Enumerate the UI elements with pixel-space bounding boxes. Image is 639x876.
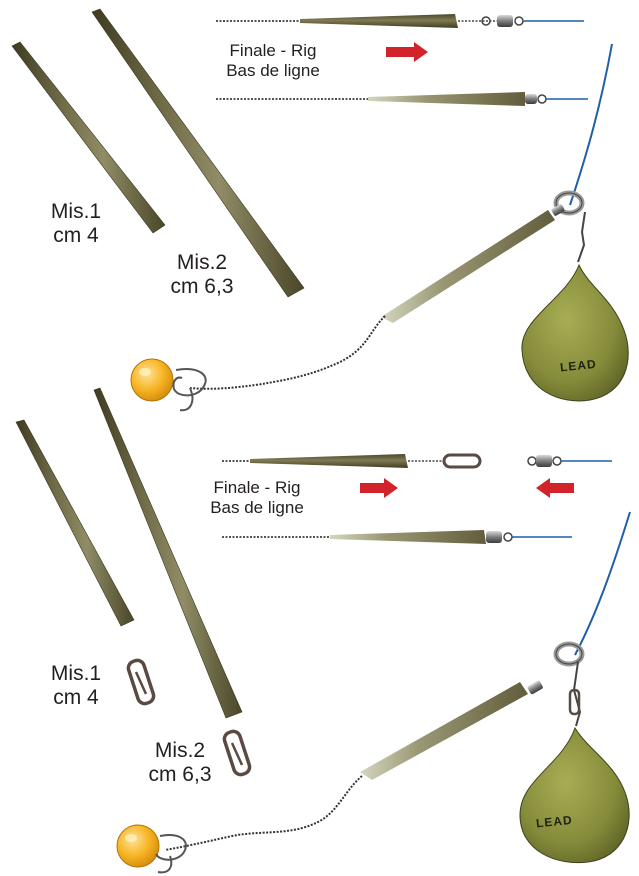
sleeve-1-size-bottom: cm 4 bbox=[44, 686, 108, 710]
sleeve-2-label-bottom: Mis.2 cm 6,3 bbox=[138, 739, 222, 787]
swivel-icon bbox=[486, 531, 512, 543]
swivel-icon bbox=[525, 94, 546, 104]
sleeve-2-size-top: cm 6,3 bbox=[160, 275, 244, 299]
lead-weight-icon: LEAD bbox=[520, 728, 629, 863]
sleeve-1-mis-top: Mis.1 bbox=[44, 200, 108, 224]
hook-icon bbox=[156, 835, 186, 872]
rig-assembly-1-bottom bbox=[222, 454, 612, 468]
rig-label-line-2-top: Bas de ligne bbox=[210, 61, 336, 81]
rig-assembly-1-top bbox=[216, 14, 584, 28]
snap-link-icon bbox=[223, 730, 252, 777]
boilie-icon bbox=[117, 825, 159, 867]
rig-label-line-1-bottom: Finale - Rig bbox=[194, 478, 320, 498]
assembled-rig-bottom: LEAD bbox=[117, 512, 630, 872]
swivel-icon bbox=[482, 15, 523, 27]
sleeve-1-mis-bottom: Mis.1 bbox=[44, 662, 108, 686]
sleeve-1-size-top: cm 4 bbox=[44, 224, 108, 248]
sleeve-1-label-bottom: Mis.1 cm 4 bbox=[44, 662, 108, 710]
ring-icon bbox=[556, 644, 582, 664]
sleeve-2-size-bottom: cm 6,3 bbox=[138, 763, 222, 787]
rig-assembly-2-bottom bbox=[222, 530, 572, 544]
arrow-right-icon bbox=[360, 478, 398, 498]
rig-label-top: Finale - Rig Bas de ligne bbox=[210, 41, 336, 82]
rig-label-line-1-top: Finale - Rig bbox=[210, 41, 336, 61]
rig-label-bottom: Finale - Rig Bas de ligne bbox=[194, 478, 320, 519]
arrow-right-icon bbox=[386, 42, 428, 62]
boilie-icon bbox=[131, 359, 173, 401]
snap-link-icon bbox=[444, 455, 480, 467]
sleeve-1-label-top: Mis.1 cm 4 bbox=[44, 200, 108, 248]
sleeve-2-mis-top: Mis.2 bbox=[160, 251, 244, 275]
rig-assembly-2-top bbox=[216, 92, 588, 106]
snap-link-icon bbox=[127, 659, 156, 706]
sleeve-2-label-top: Mis.2 cm 6,3 bbox=[160, 251, 244, 299]
swivel-icon bbox=[528, 455, 561, 467]
sleeve-2-mis-bottom: Mis.2 bbox=[138, 739, 222, 763]
sleeve-1-bottom bbox=[16, 420, 134, 626]
sleeve-2-bottom bbox=[94, 388, 242, 718]
rig-label-line-2-bottom: Bas de ligne bbox=[194, 498, 320, 518]
lead-weight-icon: LEAD bbox=[522, 265, 628, 401]
hook-icon bbox=[173, 369, 205, 410]
arrow-left-icon bbox=[536, 478, 574, 498]
